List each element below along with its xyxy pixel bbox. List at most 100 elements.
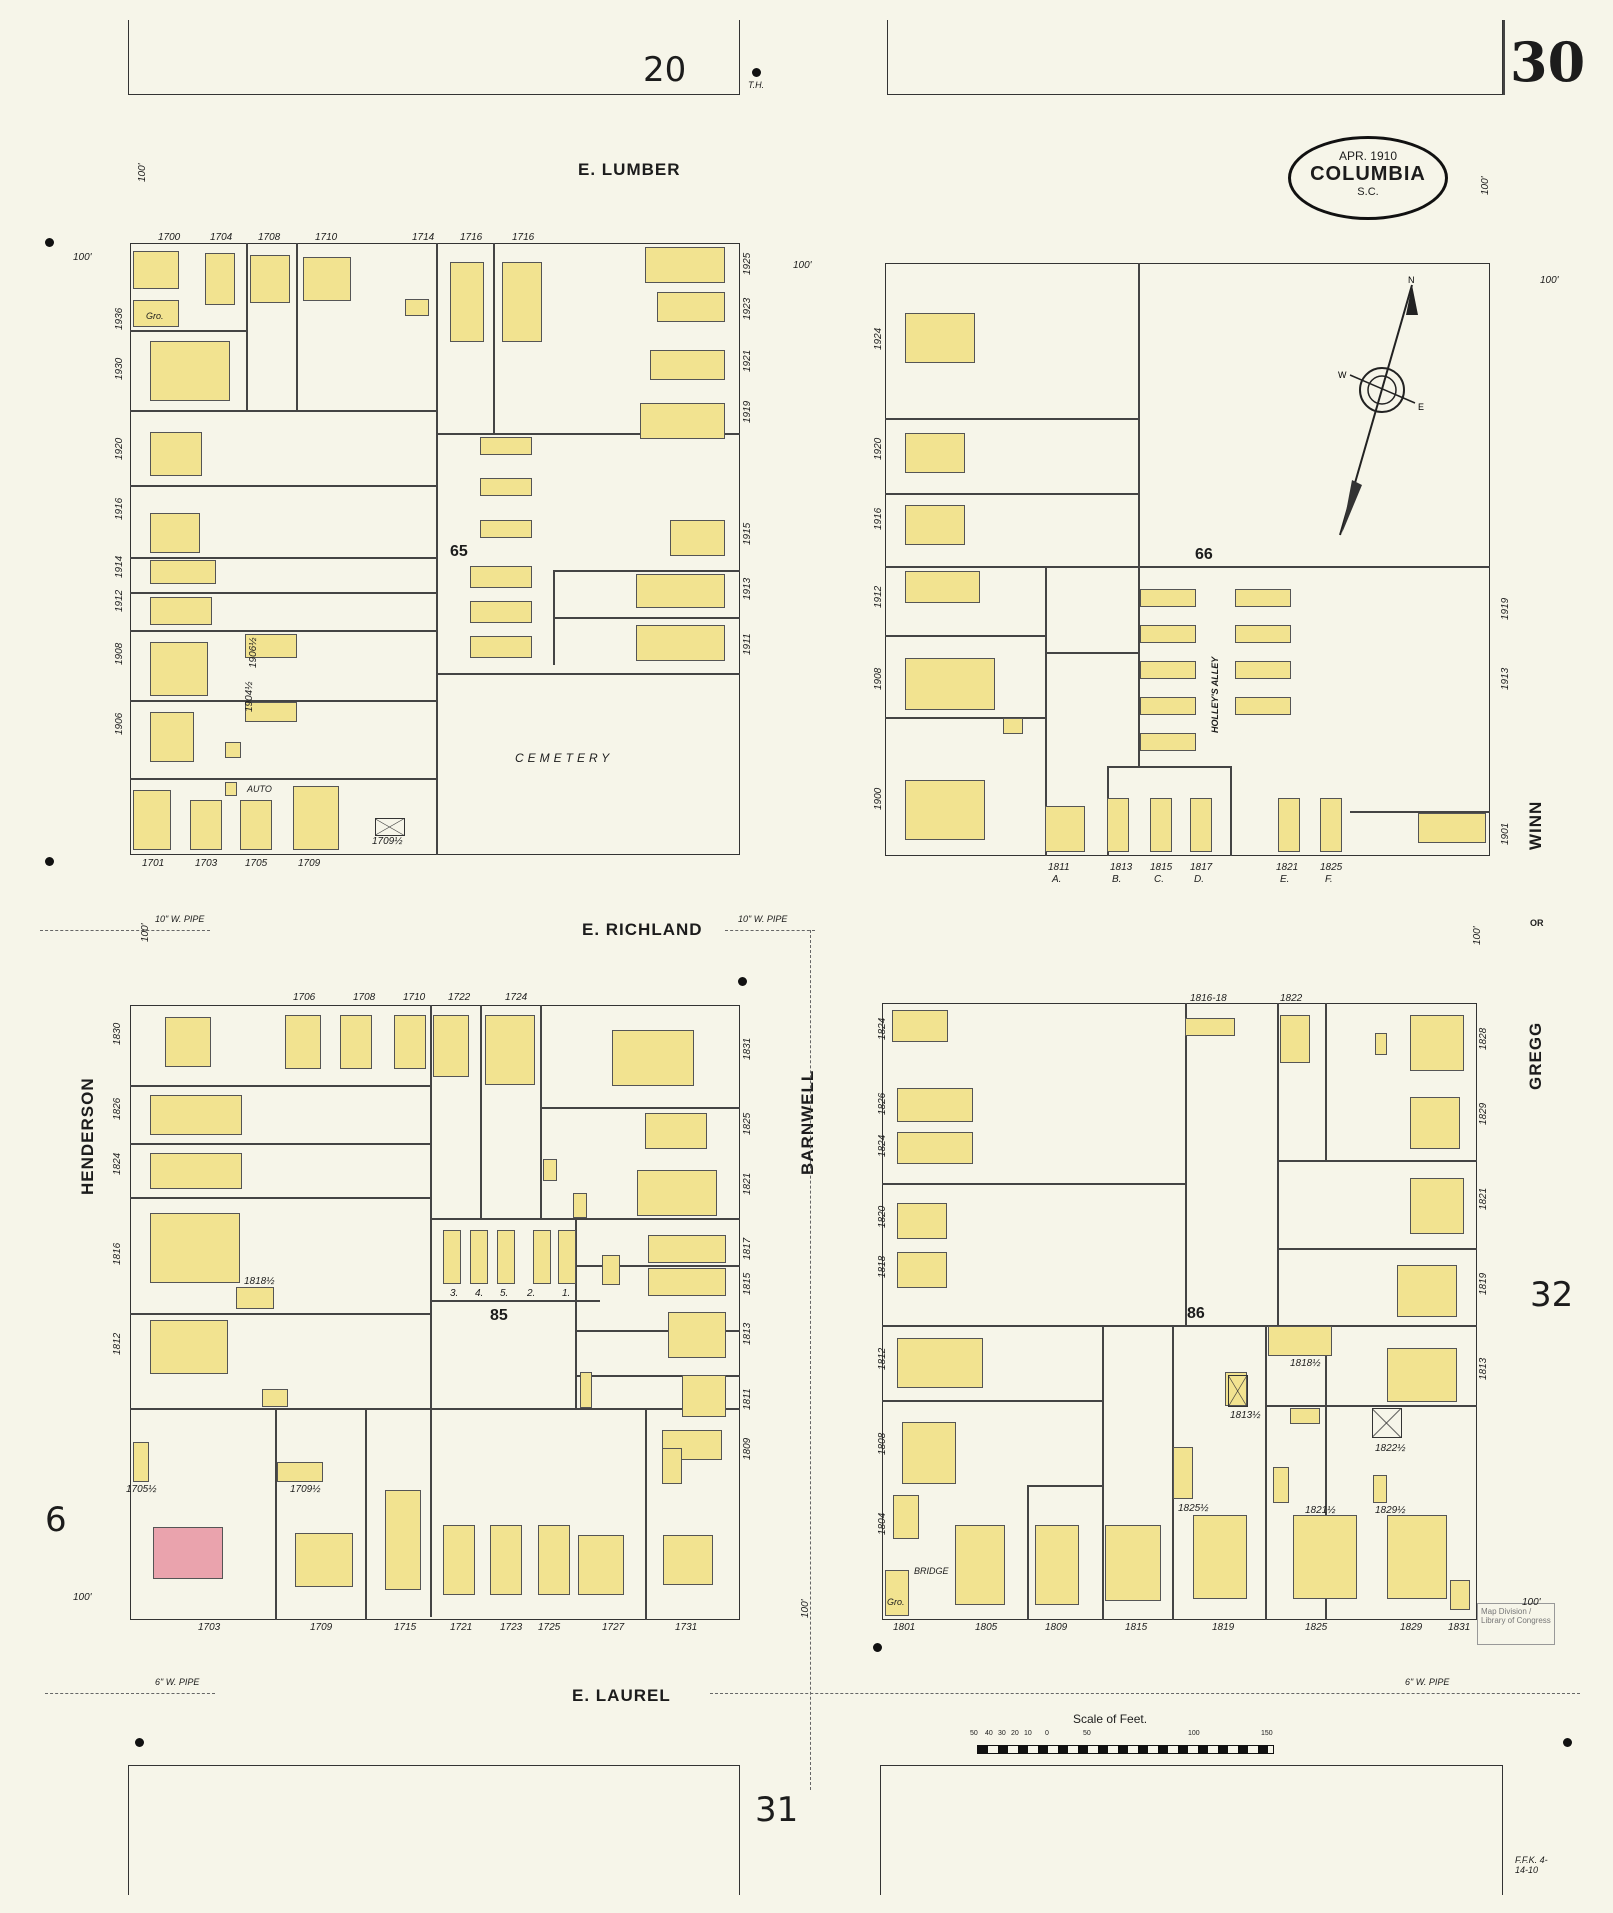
building xyxy=(1193,1515,1247,1599)
label-cemetery: CEMETERY xyxy=(515,751,614,765)
building xyxy=(905,313,975,363)
house-number: 1821½ xyxy=(1305,1505,1336,1516)
lot-line xyxy=(540,1005,542,1218)
building xyxy=(240,800,272,850)
lot-line xyxy=(885,418,1138,420)
house-number: 1808 xyxy=(877,1432,888,1455)
house-number: 1915 xyxy=(742,522,753,545)
house-number: 1708 xyxy=(353,992,376,1003)
corner-dot xyxy=(1563,1738,1572,1747)
house-number: 1829 xyxy=(1400,1622,1423,1633)
house-number: 1821 xyxy=(742,1172,753,1195)
house-number: 1723 xyxy=(500,1622,523,1633)
building xyxy=(1140,661,1196,679)
label-auto: AUTO xyxy=(247,784,272,794)
corner-dot xyxy=(873,1643,882,1652)
building xyxy=(433,1015,469,1077)
house-number: 1914 xyxy=(114,555,125,578)
lot-line xyxy=(885,493,1138,495)
lot-line xyxy=(575,1375,740,1377)
street-e-lumber: E. LUMBER xyxy=(578,160,681,179)
building xyxy=(470,1230,488,1284)
house-number: 1930 xyxy=(114,357,125,380)
building xyxy=(385,1490,421,1590)
house-number: 1716 xyxy=(512,232,535,243)
lot-line xyxy=(885,566,1490,568)
house-number: 1701 xyxy=(142,858,165,869)
house-number: 1908 xyxy=(114,642,125,665)
building xyxy=(580,1372,592,1408)
building xyxy=(150,642,208,696)
building xyxy=(636,625,725,661)
building xyxy=(480,478,532,496)
building xyxy=(897,1203,947,1239)
lot-line xyxy=(436,243,438,855)
lot-line xyxy=(1045,652,1138,654)
house-number: 1816 xyxy=(112,1242,123,1265)
building xyxy=(150,1095,242,1135)
building xyxy=(133,790,171,850)
building xyxy=(637,1170,717,1216)
house-number: 1825½ xyxy=(1178,1503,1209,1514)
dimension-label: 100' xyxy=(137,163,148,182)
building xyxy=(573,1193,587,1218)
building xyxy=(892,1010,948,1042)
dimension-label: 100' xyxy=(793,260,812,271)
building xyxy=(190,800,222,850)
building xyxy=(897,1252,947,1288)
house-number: 1824 xyxy=(877,1017,888,1040)
building xyxy=(1140,589,1196,607)
building xyxy=(1140,697,1196,715)
house-number: 1721 xyxy=(450,1622,473,1633)
lot-line xyxy=(130,778,436,780)
building xyxy=(1035,1525,1079,1605)
corner-dot xyxy=(45,238,54,247)
building xyxy=(1235,625,1291,643)
house-number: 2. xyxy=(527,1288,536,1299)
house-number: 1818½ xyxy=(244,1276,275,1287)
building xyxy=(578,1535,624,1595)
lot-line xyxy=(540,1107,740,1109)
building xyxy=(1387,1348,1457,1402)
building xyxy=(668,1312,726,1358)
street-or: OR xyxy=(1530,918,1544,928)
building xyxy=(485,1015,535,1085)
lot-line xyxy=(493,243,495,433)
lot-line xyxy=(1138,566,1140,766)
scale-tick: 0 xyxy=(1045,1730,1049,1737)
building xyxy=(657,292,725,322)
scale-tick: 150 xyxy=(1261,1730,1273,1737)
house-number: 1819 xyxy=(1212,1622,1235,1633)
building xyxy=(905,780,985,840)
building xyxy=(662,1448,682,1484)
building xyxy=(133,1442,149,1482)
house-number: 1813 xyxy=(1110,862,1133,873)
building xyxy=(543,1159,557,1181)
building xyxy=(897,1132,973,1164)
house-number: 1714 xyxy=(412,232,435,243)
building xyxy=(1278,798,1300,852)
house-number: 1812 xyxy=(877,1347,888,1370)
lot-line xyxy=(553,570,740,572)
house-number: E. xyxy=(1280,874,1290,885)
building xyxy=(670,520,725,556)
house-number: 1831 xyxy=(742,1037,753,1060)
house-number: 1708 xyxy=(258,232,281,243)
house-number: C. xyxy=(1154,874,1164,885)
scale-tick: 40 xyxy=(985,1730,993,1737)
building xyxy=(303,257,351,301)
building xyxy=(1387,1515,1447,1599)
water-pipe-richland-left xyxy=(40,930,210,931)
building xyxy=(480,520,532,538)
lot-line xyxy=(365,1408,367,1620)
house-number: 1911 xyxy=(742,633,753,655)
lot-line xyxy=(430,1218,740,1220)
block-86 xyxy=(882,1003,1477,1620)
building xyxy=(225,782,237,796)
building xyxy=(450,262,484,342)
adjacent-sheet-left: 6 xyxy=(45,1500,67,1540)
building xyxy=(250,255,290,303)
lot-line xyxy=(130,700,436,702)
house-number: 1818½ xyxy=(1290,1358,1321,1369)
house-number: 1724 xyxy=(505,992,528,1003)
